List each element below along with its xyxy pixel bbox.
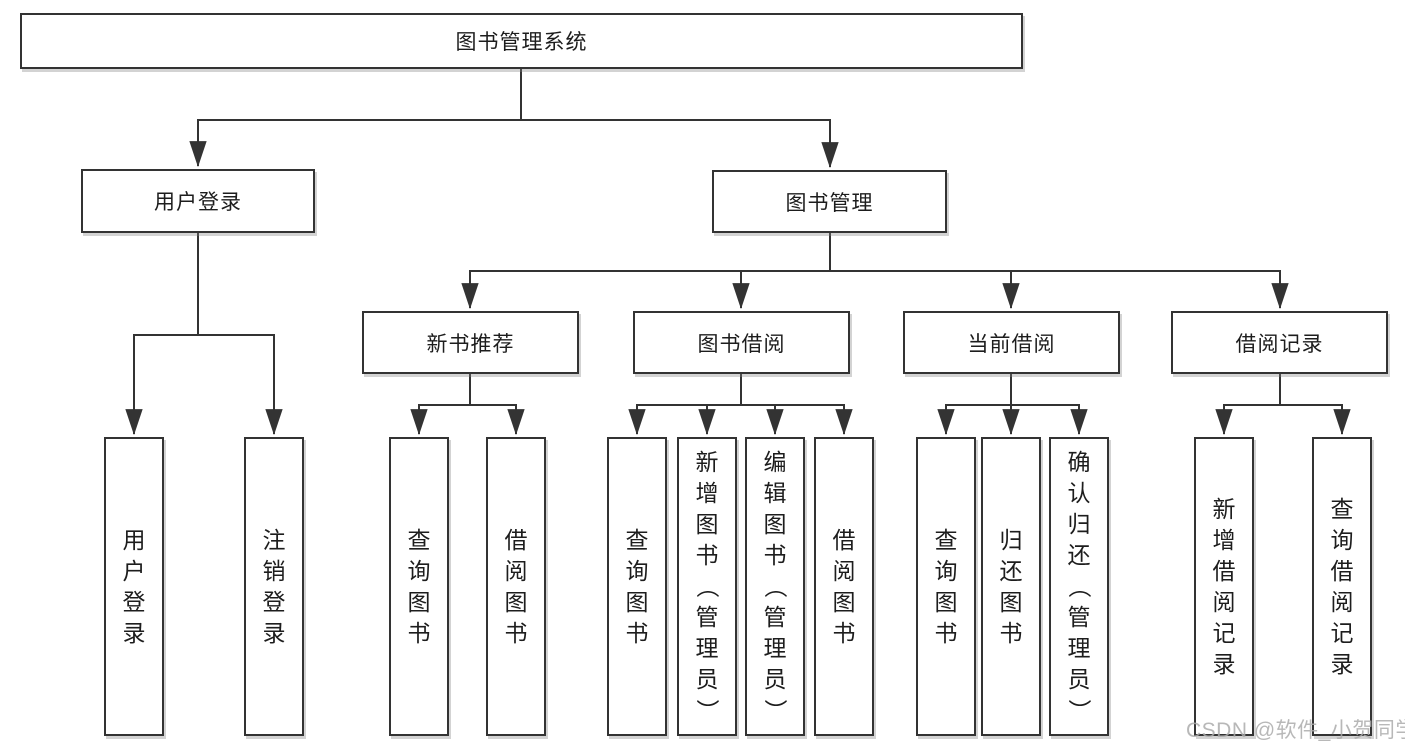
leaf-current-return-books: 归还图书 — [981, 437, 1041, 736]
leaf-label: 借阅图书 — [504, 526, 528, 646]
leaf-label: 查询图书 — [934, 526, 958, 646]
node-label: 当前借阅 — [967, 332, 1056, 356]
leaf-user-logout: 注销登录 — [244, 437, 304, 736]
leaf-label: 归还图书 — [999, 526, 1023, 646]
leaf-label: 编辑图书（管理员） — [762, 449, 789, 722]
node-book-management: 图书管理 — [712, 170, 947, 233]
node-label: 借阅记录 — [1235, 332, 1324, 356]
leaf-record-query: 查询借阅记录 — [1312, 437, 1372, 736]
leaf-label: 查询借阅记录 — [1330, 495, 1354, 677]
leaf-label: 查询图书 — [625, 526, 649, 646]
leaf-current-confirm-return-admin: 确认归还（管理员） — [1049, 437, 1109, 736]
leaf-label: 借阅图书 — [832, 526, 856, 646]
leaf-label: 确认归还（管理员） — [1066, 449, 1093, 722]
leaf-borrow-edit-books-admin: 编辑图书（管理员） — [745, 437, 805, 736]
leaf-label: 查询图书 — [407, 526, 431, 646]
leaf-borrow-borrow-books: 借阅图书 — [814, 437, 874, 736]
leaf-borrow-add-books-admin: 新增图书（管理员） — [677, 437, 737, 736]
leaf-label: 用户登录 — [122, 526, 146, 646]
node-current-borrow: 当前借阅 — [903, 311, 1120, 374]
leaf-newbook-query-books: 查询图书 — [389, 437, 449, 736]
node-book-borrow: 图书借阅 — [633, 311, 850, 374]
node-label: 图书管理系统 — [455, 31, 588, 54]
leaf-borrow-query-books: 查询图书 — [607, 437, 667, 736]
leaf-label: 新增借阅记录 — [1212, 495, 1236, 677]
node-label: 图书管理 — [785, 191, 874, 215]
csdn-watermark: CSDN @软件_小贺同学 — [1186, 719, 1405, 742]
node-label: 图书借阅 — [697, 332, 786, 356]
leaf-newbook-borrow-books: 借阅图书 — [486, 437, 546, 736]
node-root-system: 图书管理系统 — [20, 13, 1023, 69]
node-new-book-recommend: 新书推荐 — [362, 311, 579, 374]
node-borrow-record: 借阅记录 — [1171, 311, 1388, 374]
leaf-label: 新增图书（管理员） — [694, 449, 721, 722]
leaf-user-login: 用户登录 — [104, 437, 164, 736]
leaf-current-query-books: 查询图书 — [916, 437, 976, 736]
node-label: 用户登录 — [154, 191, 242, 214]
node-label: 新书推荐 — [426, 332, 515, 356]
leaf-record-add: 新增借阅记录 — [1194, 437, 1254, 736]
node-user-login: 用户登录 — [81, 169, 315, 233]
leaf-label: 注销登录 — [262, 526, 286, 646]
